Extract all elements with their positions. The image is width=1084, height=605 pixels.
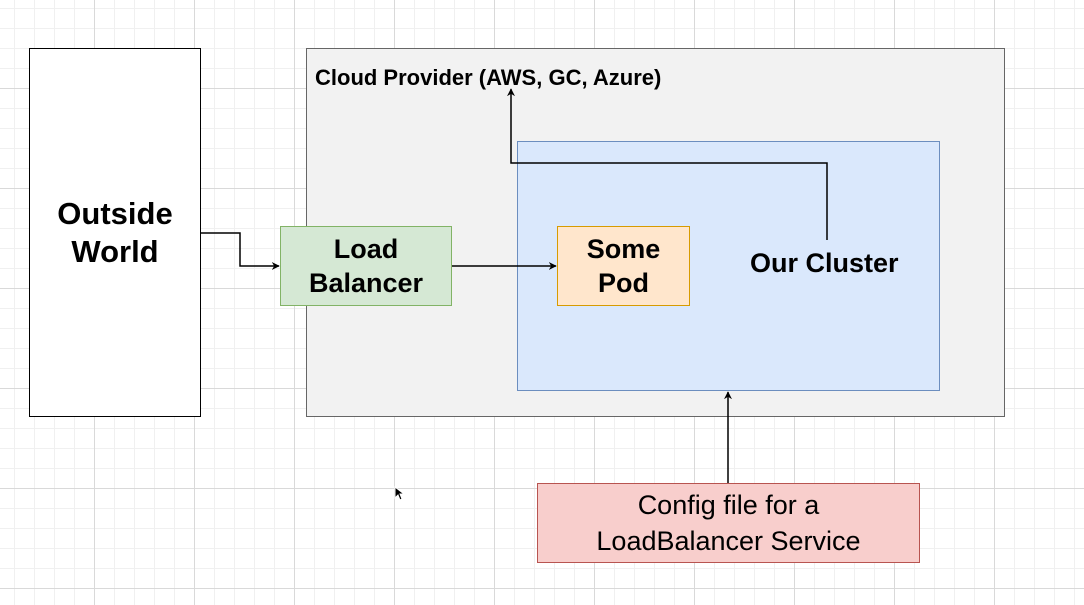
mouse-pointer-icon [394, 486, 406, 501]
load-balancer-box[interactable]: Load Balancer [280, 226, 452, 306]
load-balancer-label: Load Balancer [308, 234, 424, 298]
config-file-box[interactable]: Config file for a LoadBalancer Service [537, 483, 920, 563]
edge-outside-to-load-balancer [201, 232, 280, 270]
config-file-label: Config file for a LoadBalancer Service [596, 490, 861, 556]
pod-label: Some Pod [586, 234, 661, 298]
outside-world-label: Outside World [57, 195, 173, 269]
cloud-provider-label: Cloud Provider (AWS, GC, Azure) [315, 65, 662, 90]
pod-box[interactable]: Some Pod [557, 226, 690, 306]
cluster-label: Our Cluster [750, 248, 899, 278]
outside-world-box[interactable]: Outside World [29, 48, 201, 417]
